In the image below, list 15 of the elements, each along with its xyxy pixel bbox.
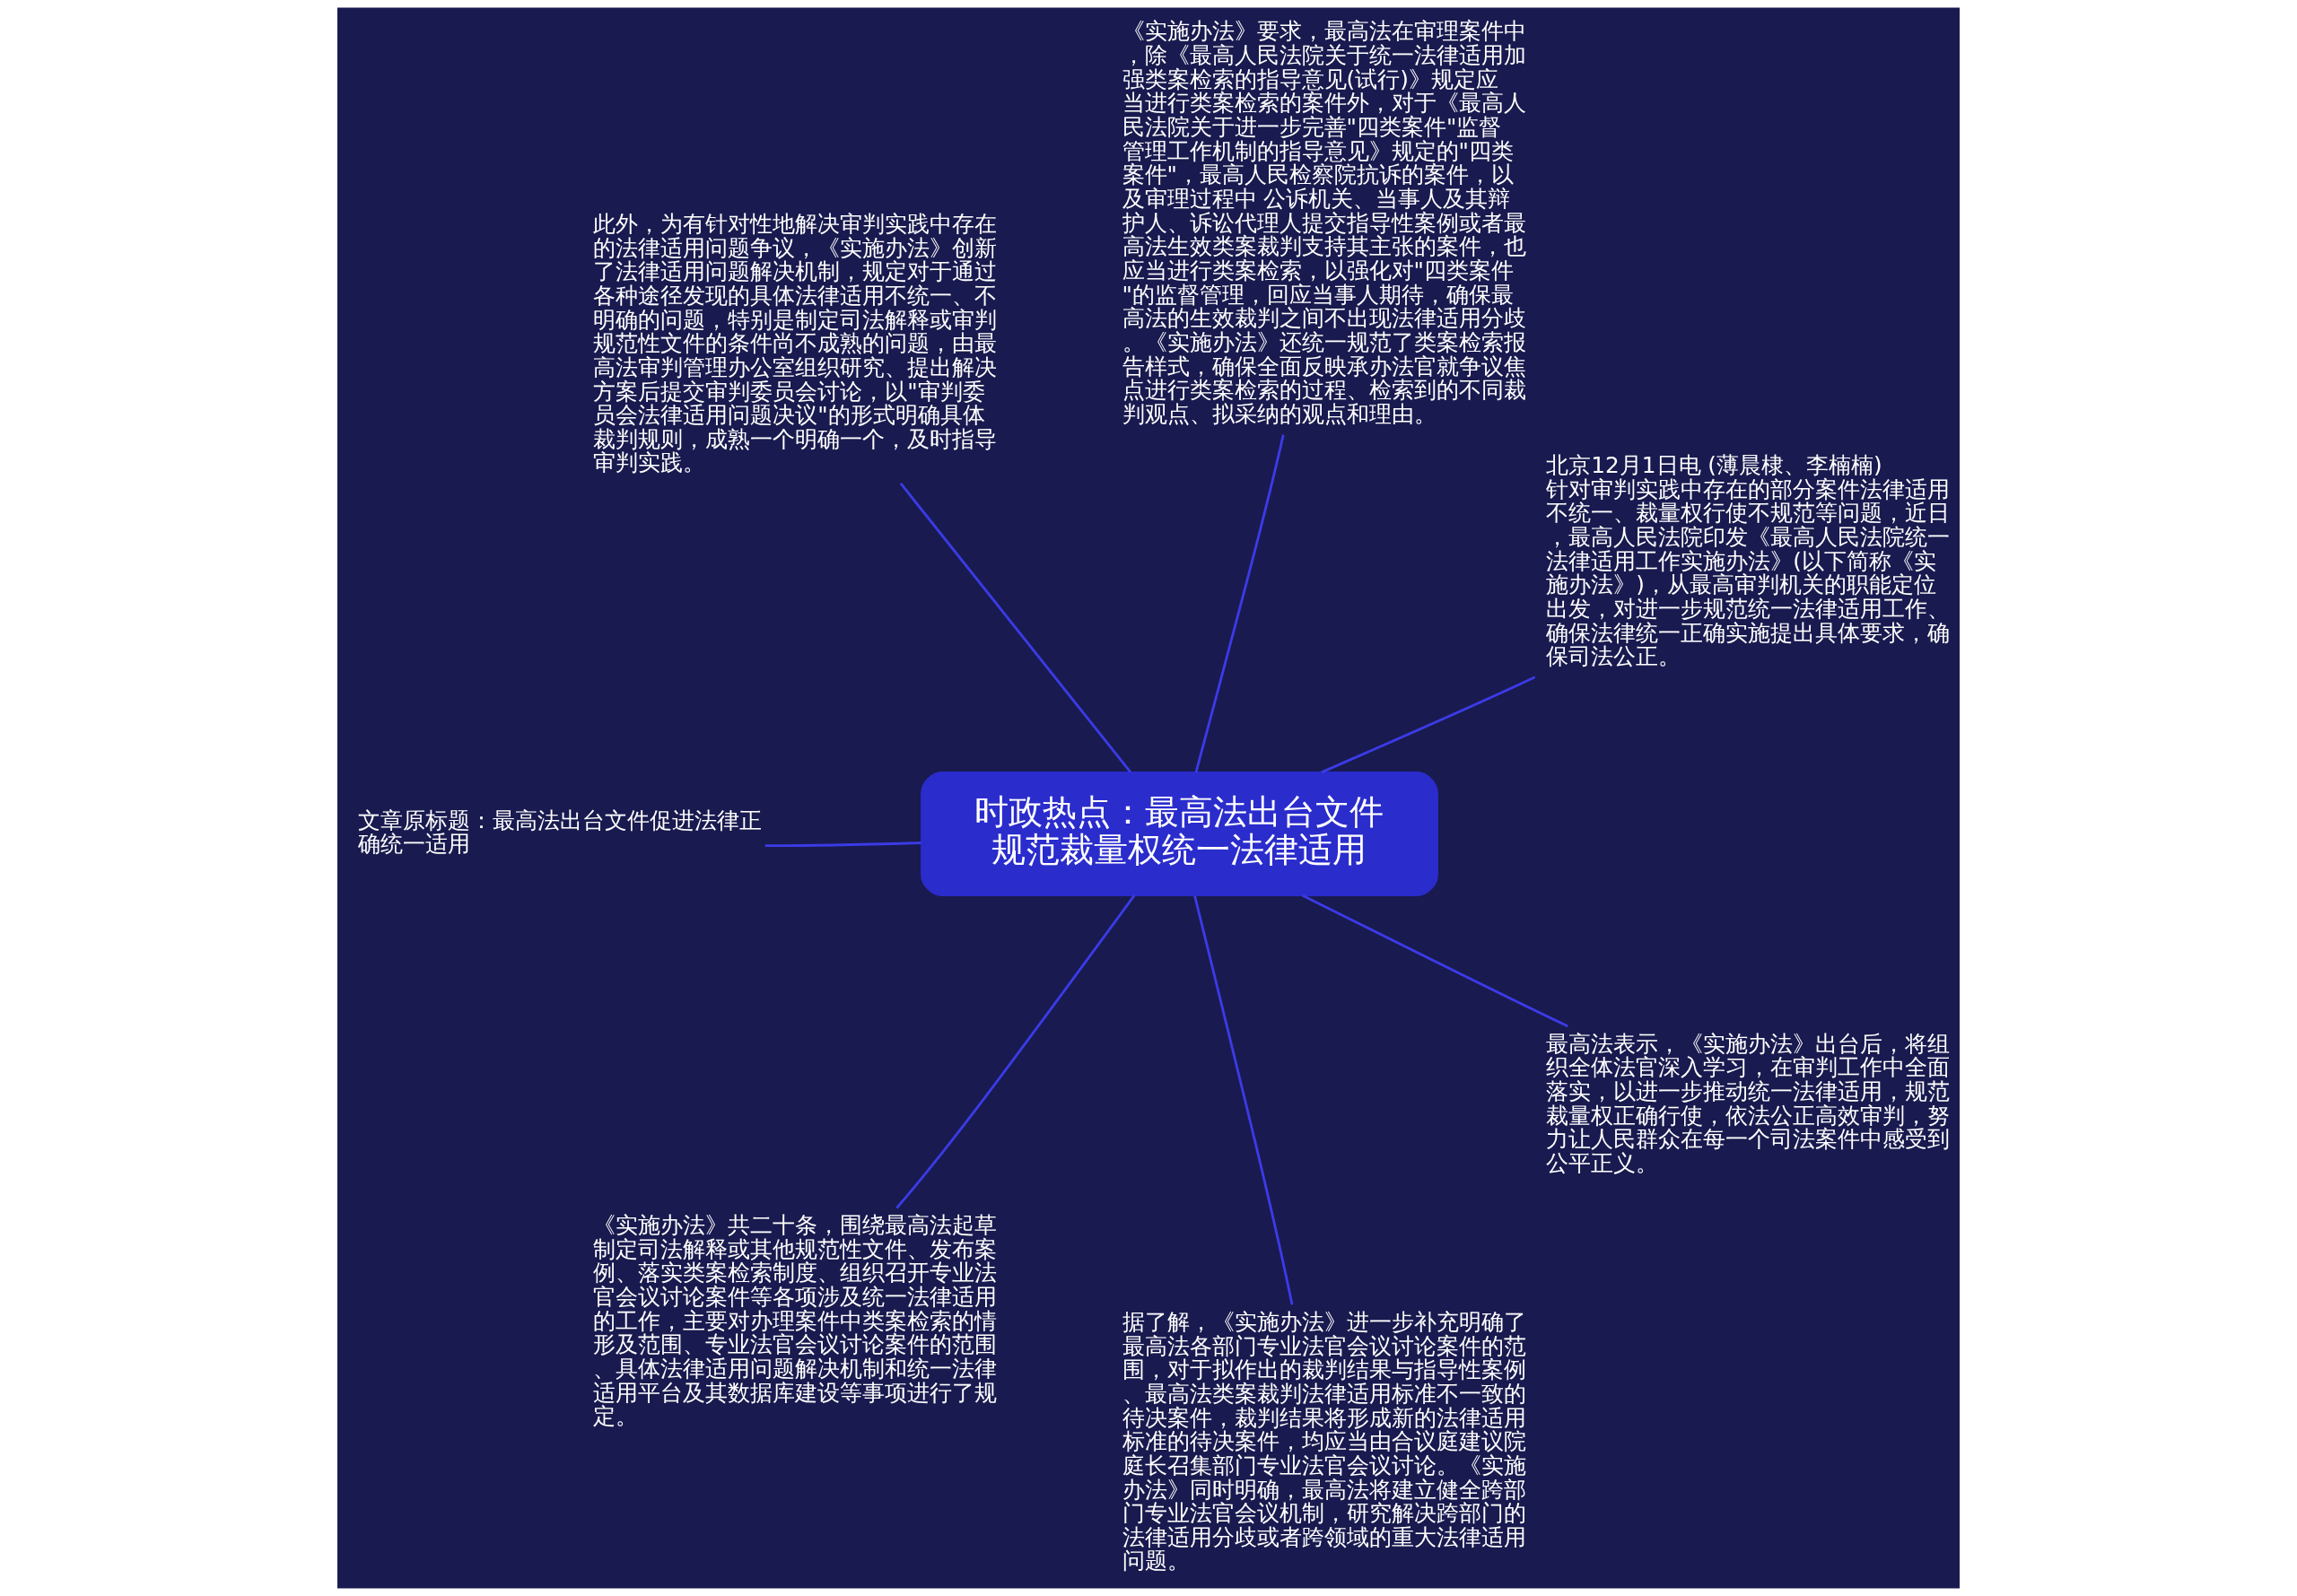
- node-text: 此外，为有针对性地解决审判实践中存在的法律适用问题争议，《实施办法》创新了法律适用问题解决机制，规定对于通过各种途径发现的具体法律适用不统一、不明确的问题，特别是制定司法解释或审判规范性文件的条件尚不成熟的问题，由最高法审判管理办公室组织研究、提出解决方案后提交审判委员会讨论，以"审判委员会法律适用问题决议"的形式明确具体裁判规则，成熟一个明确一个，及时指导审判实践。: [593, 210, 998, 476]
- node-text: 最高法表示，《实施办法》出台后，将组织全体法官深入学习，在审判工作中全面落实，以进一步推动统一法律适用，规范裁量权正确行使，依法公正高效审判，努力让人民群众在每一个司法案件中感受到公平正义。: [1546, 1030, 1951, 1176]
- node-text: 《实施办法》共二十条，围绕最高法起草制定司法解释或其他规范性文件、发布案例、落实类案检索制度、组织召开专业法官会议讨论案件等各项涉及统一法律适用的工作，主要对办理案件中类案检索的情形及范围、专业法官会议讨论案件的范围、具体法律适用问题解决机制和统一法律适用平台及其数据库建设等事项进行了规定。: [593, 1212, 998, 1430]
- connector: [1302, 894, 1568, 1028]
- node-text: 文章原标题：最高法出台文件促进法律正确统一适用: [357, 807, 762, 858]
- connector: [895, 894, 1136, 1209]
- node-text: 北京12月1日电 (薄晨棣、李楠楠)针对审判实践中存在的部分案件法律适用不统一、裁量权行使不规范等问题，近日，最高人民法院印发《最高人民法院统一法律适用工作实施办法》(以下简称《实施办法》)，从最高审判机关的职能定位出发，对进一步规范统一法律适用工作、确保法律统一正确实施提出具体要求，确保司法公正。: [1546, 452, 1951, 670]
- node-box: 时政热点：最高法出台文件规范裁量权统一法律适用: [921, 772, 1438, 896]
- node-text: 《实施办法》要求，最高法在审理案件中，除《最高人民法院关于统一法律适用加强类案检索的指导意见(试行)》规定应当进行类案检索的案件外，对于《最高人民法院关于进一步完善"四类案件"监督管理工作机制的指导意见》规定的"四类案件"，最高人民检察院抗诉的案件，以及审理过程中 公诉机关、当事人及其辩护人、诉讼代理人提交指导性案例或者最高法生效类案裁判支持其主张的案件，也应当进行类案检索，以强化对"四类案件"的监督管理，回应当事人期待，确保最高法的生效裁判之间不出现法律适用分歧。《实施办法》还统一规范了类案检索报告样式，确保全面反映承办法官就争议焦点进行类案检索的过程、检索到的不同裁判观点、拟采纳的观点和理由。: [1122, 18, 1526, 427]
- node-text: 据了解，《实施办法》进一步补充明确了最高法各部门专业法官会议讨论案件的范围，对于拟作出的裁判结果与指导性案例、最高法类案裁判法律适用标准不一致的待决案件，裁判结果将形成新的法律适用标准的待决案件，均应当由合议庭建议院庭长召集部门专业法官会议讨论。《实施办法》同时明确，最高法将建立健全跨部门专业法官会议机制，研究解决跨部门的法律适用分歧或者跨领域的重大法律适用问题。: [1122, 1308, 1526, 1574]
- connector: [764, 842, 921, 848]
- connector: [1321, 676, 1536, 774]
- connector: [1193, 895, 1294, 1305]
- connector: [1194, 434, 1285, 773]
- connector: [899, 483, 1132, 773]
